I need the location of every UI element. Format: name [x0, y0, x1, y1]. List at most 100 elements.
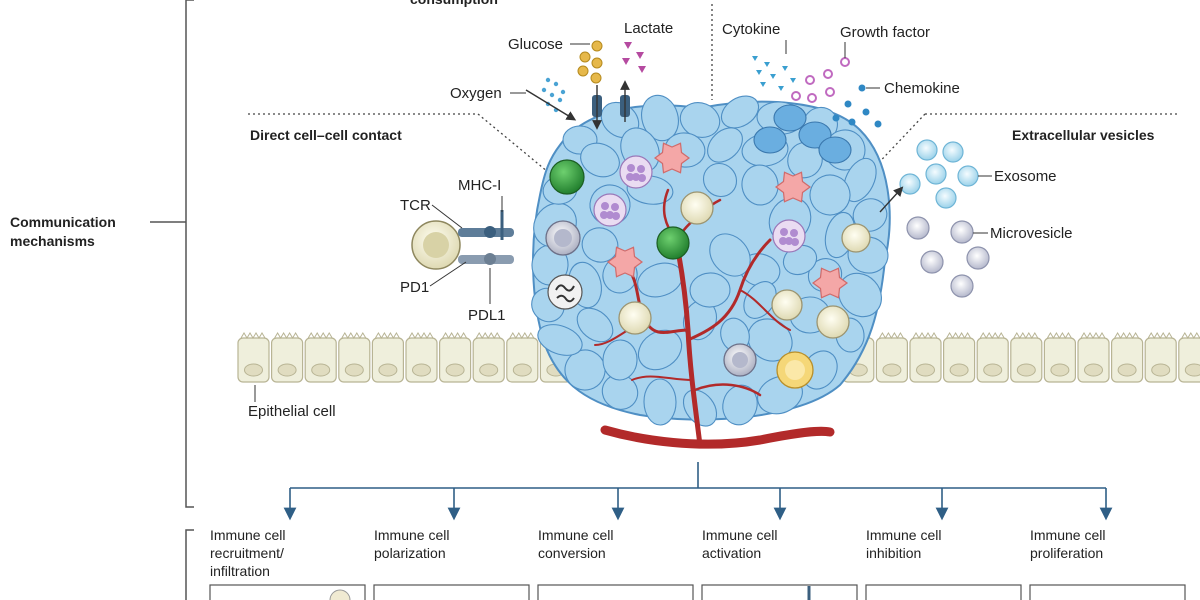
macrophage [723, 343, 757, 377]
tcr-leader [431, 204, 463, 229]
tumor-cell [689, 272, 731, 308]
tumor-cell [682, 389, 718, 427]
growth-factor-label: Growth factor [840, 24, 930, 41]
tumor-cell [722, 384, 758, 426]
tumor-cell [602, 339, 638, 381]
neutrophil [547, 274, 583, 310]
epithelial-cell [942, 332, 976, 383]
outcome-text: Immune cell [702, 527, 777, 543]
granulocyte [772, 219, 806, 253]
tumor-mass [531, 94, 891, 427]
exosome-label: Exosome [994, 168, 1057, 185]
tumor-cell [843, 157, 877, 203]
b-cell [771, 289, 803, 321]
secreting-tumor-cell [818, 136, 852, 164]
section-divider-left-diag [477, 113, 549, 173]
dendritic-cells [606, 142, 849, 299]
receptor-complex [458, 210, 514, 265]
chemokine-label: Chemokine [884, 80, 960, 97]
pd1-label: PD1 [400, 279, 429, 296]
tumor-cell [709, 233, 751, 277]
consumption-heading: consumption [410, 0, 498, 7]
oxygen-label: Oxygen [450, 85, 502, 102]
oxygen-molecules [541, 77, 566, 113]
growth-factor-molecules [791, 57, 850, 103]
communication-bracket [150, 0, 194, 600]
outcome-tree [283, 462, 1113, 521]
epithelial-cell [338, 332, 371, 383]
glucose-molecules [577, 40, 603, 84]
b-cell [618, 301, 652, 335]
tumor-cell [641, 94, 679, 142]
dendritic-cell [653, 142, 691, 174]
pd1-leader [429, 261, 467, 287]
epithelial-cell [304, 332, 337, 383]
tcr-label: TCR [400, 197, 431, 214]
epithelial-cell [976, 332, 1009, 383]
cytokine-molecules [752, 56, 796, 91]
outcome-list: Immune cellrecruitment/infiltrationImmun… [210, 527, 1105, 579]
outcome-text: conversion [538, 545, 606, 561]
tumor-cell [601, 374, 639, 410]
tumor-cell [741, 164, 779, 206]
outcome-item: Immune cell conversion [538, 527, 613, 561]
vesicle-release-arrow [879, 186, 904, 213]
granulocytes [593, 155, 806, 253]
transporters [592, 80, 630, 130]
microvesicle-label: Microvesicle [990, 225, 1073, 242]
extracellular-vesicles-header: Extracellular vesicles [1012, 127, 1155, 143]
granulocyte [593, 193, 627, 227]
direct-contact-header: Direct cell–cell contact [250, 127, 402, 143]
panel-cell [329, 589, 351, 600]
outcome-text: Immune cell [374, 527, 449, 543]
outcome-panels [209, 584, 1186, 600]
lactate-label: Lactate [624, 20, 673, 37]
pdl1-label: PDL1 [468, 307, 506, 324]
outcome-text: Immune cell [866, 527, 941, 543]
tumor-cell [743, 281, 777, 319]
chemokine-molecules [832, 84, 882, 128]
glucose-label: Glucose [508, 36, 563, 53]
t-cell [549, 159, 585, 195]
tumor-cell [580, 142, 620, 178]
nk-cell [776, 351, 814, 389]
secreting-tumor-cell [753, 126, 787, 154]
exosomes [899, 139, 979, 209]
outcome-text: Immune cell [210, 527, 285, 543]
cytokine-label: Cytokine [722, 21, 780, 38]
secreting-tumor-cell [773, 104, 807, 132]
granulocyte [619, 155, 653, 189]
epithelial-cell [1077, 332, 1110, 383]
outcome-text: Immune cell [1030, 527, 1105, 543]
epithelial-cell [439, 332, 472, 383]
epithelial-cell [1178, 332, 1200, 383]
outcome-text: Immune cell [538, 527, 613, 543]
tumor-cell [707, 127, 743, 163]
tumor-cell [809, 174, 851, 216]
epithelial-cell [1043, 332, 1077, 383]
epithelial-cell [1010, 332, 1043, 383]
epithelial-cell [405, 332, 438, 383]
tumor-cell [637, 329, 683, 371]
dendritic-cell [606, 246, 644, 278]
epithelial-cell [237, 332, 270, 383]
microvesicles [906, 216, 990, 298]
b-cell [841, 223, 871, 253]
t-cell-contact [411, 220, 461, 270]
epithelial-cell-label: Epithelial cell [248, 403, 336, 420]
mechanisms-label: mechanisms [10, 233, 95, 249]
epithelial-cell [371, 332, 404, 383]
tumor-cell [576, 307, 614, 343]
b-cell [680, 191, 714, 225]
mhc-i-label: MHC-I [458, 177, 501, 194]
dendritic-cell [774, 171, 812, 203]
tumor-cell [643, 378, 677, 426]
communication-label: Communication [10, 214, 116, 230]
epithelial-cell [1110, 332, 1144, 383]
tumor-cell [720, 95, 760, 129]
macrophage [545, 220, 581, 256]
